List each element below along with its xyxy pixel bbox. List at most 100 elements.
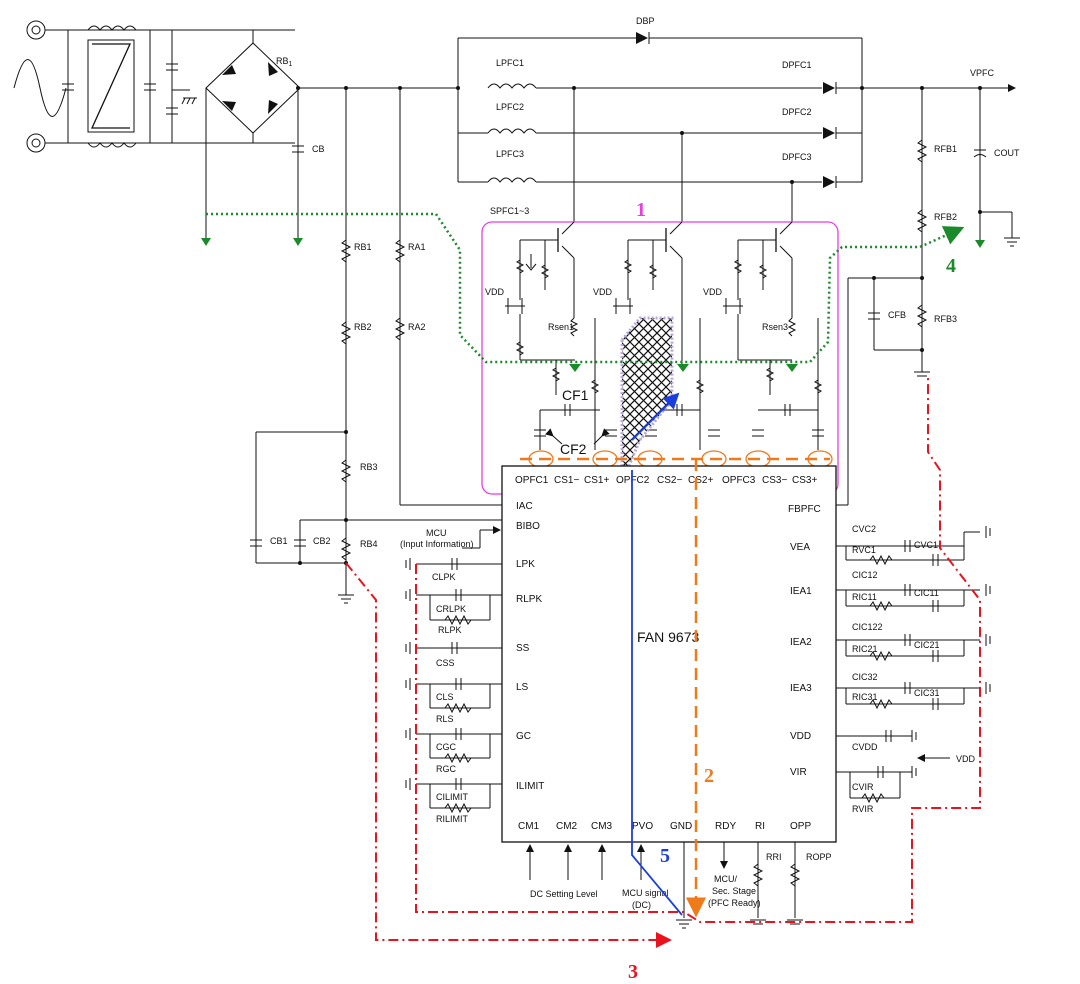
switching-region: VDD Rsen1 CF1 CF2 — [481, 221, 839, 495]
cic122-label: CIC122 — [852, 622, 883, 632]
loop-5-arrow — [631, 392, 680, 441]
cf1-label: CF1 — [562, 387, 589, 403]
rgc-label: RGC — [436, 764, 457, 774]
left-pin-networks: MCU (Input Information) CLPK CRLPK RLPK … — [400, 526, 502, 824]
rlpk-comp-label: RLPK — [438, 625, 462, 635]
pin-lpk: LPK — [516, 559, 535, 570]
rb-div-2: RB2 — [354, 322, 372, 332]
cout-label: COUT — [994, 148, 1020, 158]
pin-cs1-minus: CS1− — [554, 475, 579, 486]
input-dividers: RB1 RB2 RB3 RB4 RA1 RA2 CB1 CB2 — [250, 88, 502, 604]
rvir-label: RVIR — [852, 804, 874, 814]
cls-label: CLS — [436, 692, 454, 702]
pin-cs2-minus: CS2− — [657, 475, 682, 486]
rb-div-3: RB3 — [360, 462, 378, 472]
annotation-5: 5 — [660, 845, 670, 867]
rsen1-label: Rsen1 — [548, 322, 574, 332]
pin-gnd: GND — [670, 821, 692, 832]
ric21-label: RIC21 — [852, 644, 878, 654]
loop-3-path — [345, 562, 672, 948]
bridge-rectifier: RB1 — [205, 30, 301, 238]
cvc2-label: CVC2 — [852, 524, 876, 534]
dbp-label: DBP — [636, 16, 655, 26]
cb1-label: CB1 — [270, 536, 288, 546]
cgc-label: CGC — [436, 742, 457, 752]
fan9673-chip: FAN 9673 OPFC1 CS1− CS1+ OPFC2 CS2− CS2+… — [501, 465, 837, 843]
rvc1-label: RVC1 — [852, 545, 876, 555]
ropp-label: ROPP — [806, 852, 832, 862]
pin-gc: GC — [516, 731, 531, 742]
output-feedback: RFB1 RFB2 RFB3 COUT CFB — [836, 88, 1020, 506]
pin-vdd: VDD — [790, 731, 811, 742]
cic32-label: CIC32 — [852, 672, 878, 682]
pin-cm1: CM1 — [518, 821, 540, 832]
switch-cell-2: VDD — [593, 221, 720, 450]
pin-iea1: IEA1 — [790, 586, 812, 597]
chip-name: FAN 9673 — [637, 629, 699, 645]
bottom-pin-networks: DC Setting Level MCU signal (DC) MCU/ Se… — [526, 842, 832, 929]
loop-5-path — [631, 470, 683, 916]
pin-ilimit: ILIMIT — [516, 781, 544, 792]
pin-rlpk: RLPK — [516, 594, 542, 605]
clpk-label: CLPK — [432, 572, 456, 582]
pin-opfc3: OPFC3 — [722, 475, 756, 486]
mcu-sec-1: MCU/ — [714, 874, 737, 884]
pin-ls: LS — [516, 682, 529, 693]
pin-cs2-plus: CS2+ — [688, 475, 713, 486]
dc-setting-label: DC Setting Level — [530, 889, 598, 899]
hatched-loop-area — [620, 316, 674, 470]
pin-cs1-plus: CS1+ — [584, 475, 609, 486]
rls-label: RLS — [436, 714, 454, 724]
ra1-label: RA1 — [408, 242, 426, 252]
mcu-signal-1: MCU signal — [622, 888, 669, 898]
pin-vir: VIR — [790, 767, 807, 778]
pin-fbpfc: FBPFC — [788, 504, 821, 515]
rfb3-label: RFB3 — [934, 314, 957, 324]
right-pin-networks: CVC2 RVC1 CVC1 CIC12 RIC11 CIC11 CIC122 … — [836, 524, 991, 814]
cic12-label: CIC12 — [852, 570, 878, 580]
mcu-info-2: (Input Information) — [400, 539, 474, 549]
pin-pvo: PVO — [632, 821, 653, 832]
pin-ss: SS — [516, 643, 530, 654]
dpfc3-label: DPFC3 — [782, 152, 812, 162]
pfc-power-stage: DBP LPFC1 DPFC1 LPFC2 DPFC2 LPFC3 DPFC3 … — [457, 16, 1016, 222]
vdd-input-label: VDD — [956, 754, 976, 764]
pin-ri: RI — [755, 821, 765, 832]
cb-label: CB — [312, 144, 325, 154]
vpfc-label: VPFC — [970, 68, 995, 78]
annotation-4: 4 — [946, 255, 956, 277]
css-label: CSS — [436, 658, 455, 668]
mcu-sec-2: Sec. Stage — [712, 886, 756, 896]
annotation-2: 2 — [704, 765, 714, 787]
cfb-label: CFB — [888, 310, 906, 320]
cf2-label: CF2 — [560, 441, 587, 457]
cvc1-label: CVC1 — [914, 540, 938, 550]
ra2-label: RA2 — [408, 322, 426, 332]
pin-rdy: RDY — [715, 821, 736, 832]
pin-iac: IAC — [516, 501, 533, 512]
vdd-1: VDD — [485, 287, 505, 297]
lpfc3-label: LPFC3 — [496, 149, 524, 159]
switch-cell-1: VDD Rsen1 CF1 CF2 — [485, 221, 617, 457]
cilimit-label: CILIMIT — [436, 792, 469, 802]
ric11-label: RIC11 — [852, 592, 877, 602]
pin-cs3-minus: CS3− — [762, 475, 787, 486]
ac-input-section — [13, 20, 295, 153]
pin-iea3: IEA3 — [790, 683, 812, 694]
pin-opp: OPP — [790, 821, 811, 832]
rfb1-label: RFB1 — [934, 144, 957, 154]
mcu-signal-2: (DC) — [632, 900, 651, 910]
annotation-3: 3 — [628, 961, 638, 983]
rb1-label: RB1 — [276, 56, 293, 68]
cic21-label: CIC21 — [914, 640, 940, 650]
rilimit-label: RILIMIT — [436, 814, 469, 824]
cvir-label: CVIR — [852, 782, 874, 792]
cic11-label: CIC11 — [914, 588, 939, 598]
cb2-label: CB2 — [313, 536, 331, 546]
crlpk-label: CRLPK — [436, 604, 466, 614]
cvdd-label: CVDD — [852, 742, 878, 752]
loop-3-ground-return — [415, 378, 981, 923]
mcu-sec-3: (PFC Ready) — [708, 898, 761, 908]
pin-iea2: IEA2 — [790, 637, 812, 648]
